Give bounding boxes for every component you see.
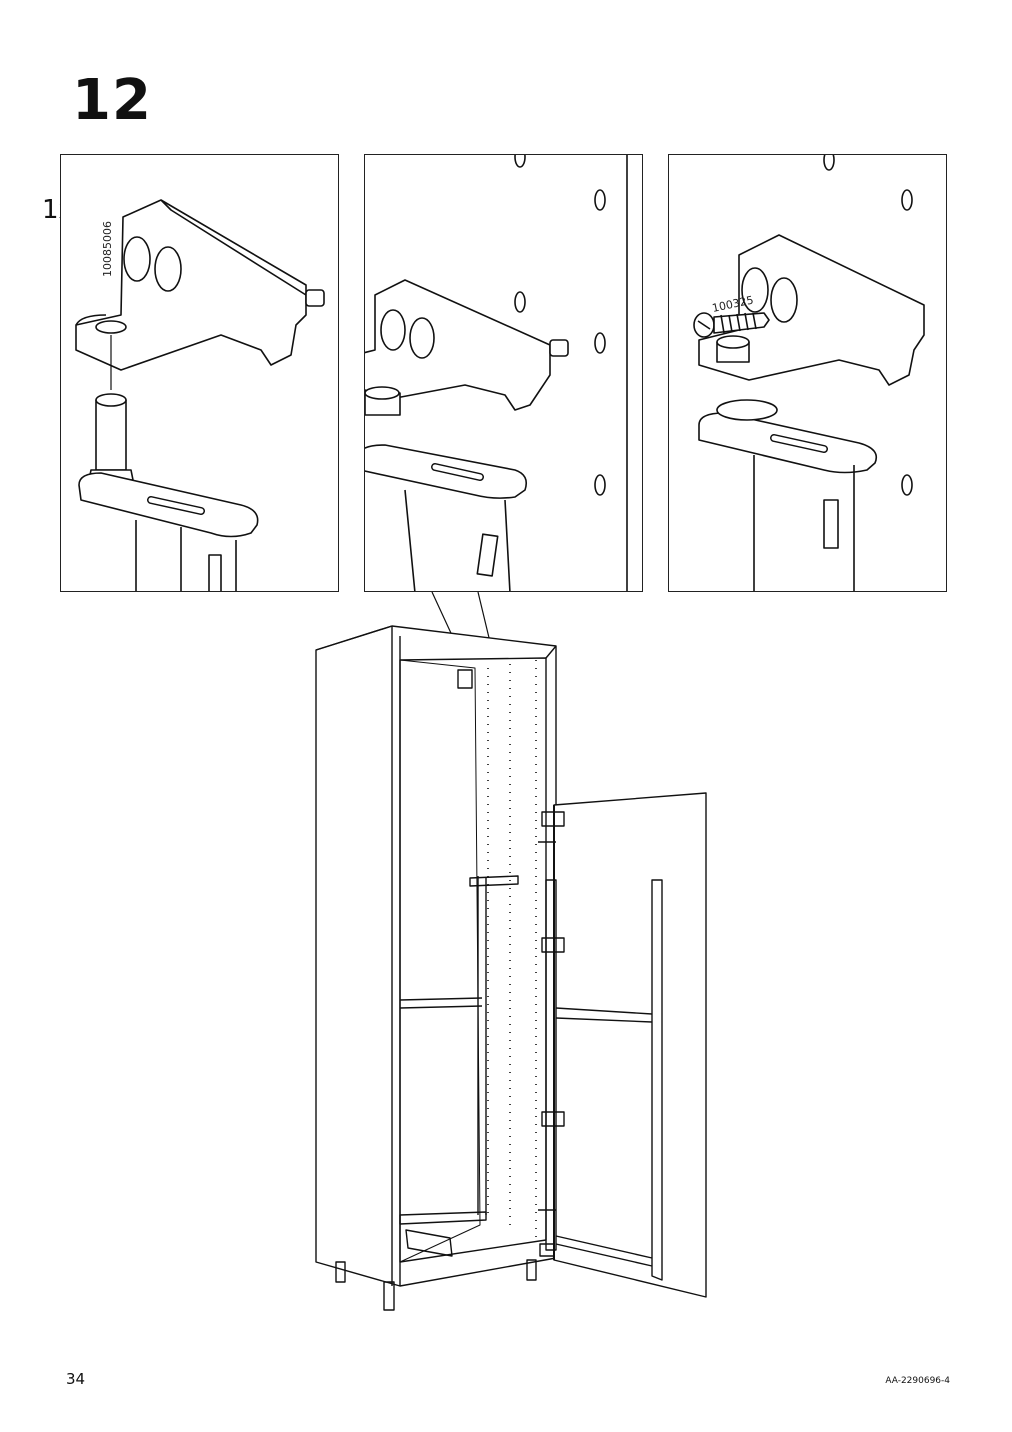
detail-panel-hinge-part: 10085006 bbox=[60, 154, 339, 592]
step-number: 12 bbox=[72, 68, 152, 133]
detail-panel-hinge-mounted bbox=[364, 154, 643, 592]
screw-fixing-illustration: 100325 bbox=[693, 155, 925, 591]
hinge-part-number: 10085006 bbox=[101, 221, 114, 277]
detail-panel-screw: 100325 bbox=[668, 154, 947, 592]
hinge-mounted-illustration bbox=[365, 155, 628, 591]
document-code: AA-2290696-4 bbox=[885, 1376, 950, 1386]
hinge-part-illustration: 10085006 bbox=[75, 199, 325, 591]
page-number: 34 bbox=[66, 1370, 86, 1388]
